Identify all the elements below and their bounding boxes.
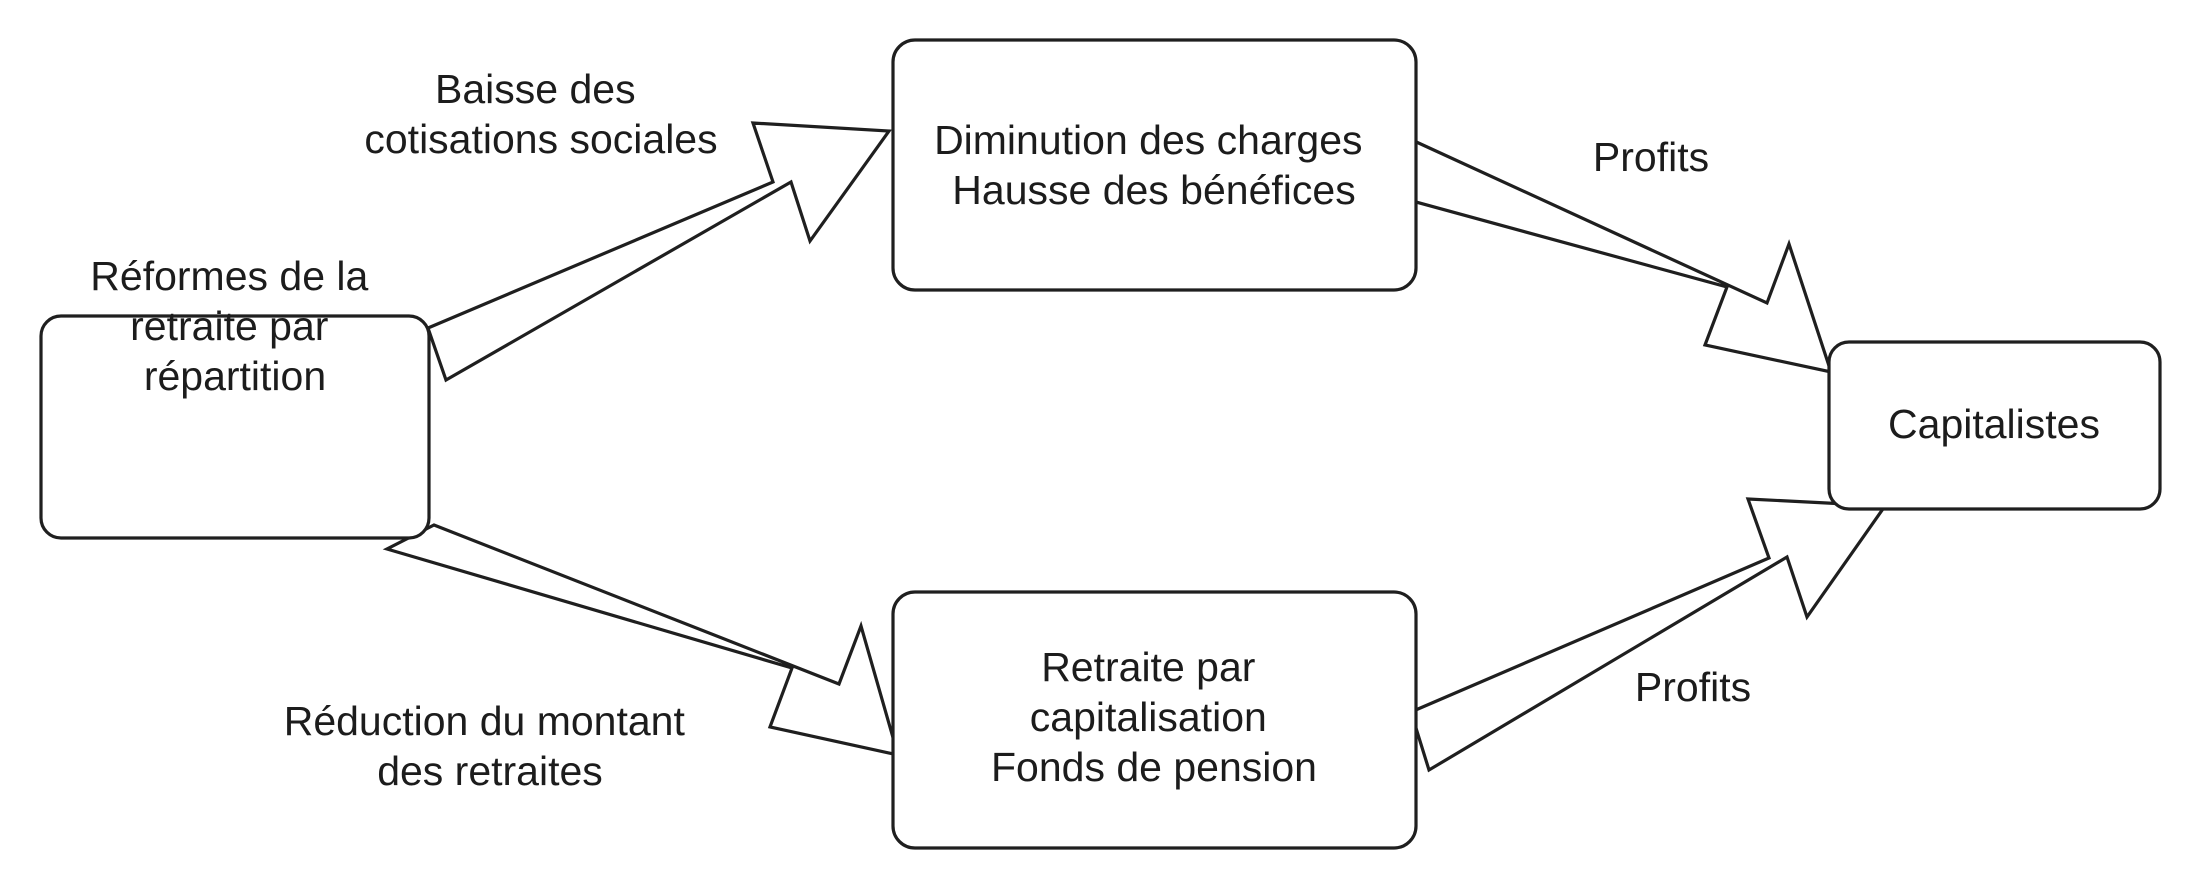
edge-label-profits-haut: Profits [1593, 134, 1709, 180]
arrow-reformes-to-capitalisation[interactable] [382, 523, 901, 758]
arrow-reformes-to-charges[interactable] [425, 121, 892, 383]
arrow-capitalisation-to-capitalistes[interactable] [1409, 497, 1888, 773]
node-label-capitalisation: Retraite par capitalisation Fonds de pen… [991, 644, 1317, 790]
node-box-capitalisation [891, 590, 1418, 850]
node-capitalistes[interactable]: Capitalistes [1827, 340, 2162, 511]
node-label-capitalistes: Capitalistes [1888, 401, 2100, 447]
arrow-charges-to-capitalistes[interactable] [1369, 138, 1834, 375]
edge-label-reduction-montant-retraites: Réduction du montant des retraites [284, 698, 697, 794]
node-label-charges: Diminution des charges Hausse des bénéfi… [934, 117, 1374, 213]
node-diminution-charges[interactable]: Diminution des charges Hausse des bénéfi… [891, 38, 1418, 292]
node-box-charges [891, 38, 1418, 292]
node-retraite-capitalisation[interactable]: Retraite par capitalisation Fonds de pen… [891, 590, 1418, 850]
node-label-reformes: Réformes de la retraite par répartition [90, 253, 379, 399]
edge-label-baisse-cotisations-sociales: Baisse des cotisations sociales [364, 66, 717, 162]
node-reformes-retraite-repartition[interactable]: Réformes de la retraite par répartition [39, 253, 431, 540]
node-box-reformes [39, 314, 431, 540]
block-arrow-down-right-2-icon [382, 523, 901, 758]
edge-label-profits-bas: Profits [1635, 664, 1751, 710]
node-box-capitalistes [1827, 340, 2162, 511]
block-arrow-down-right-icon [1369, 138, 1834, 375]
block-arrow-up-right-2-icon [1409, 497, 1888, 773]
block-arrow-up-right-icon [425, 121, 892, 383]
